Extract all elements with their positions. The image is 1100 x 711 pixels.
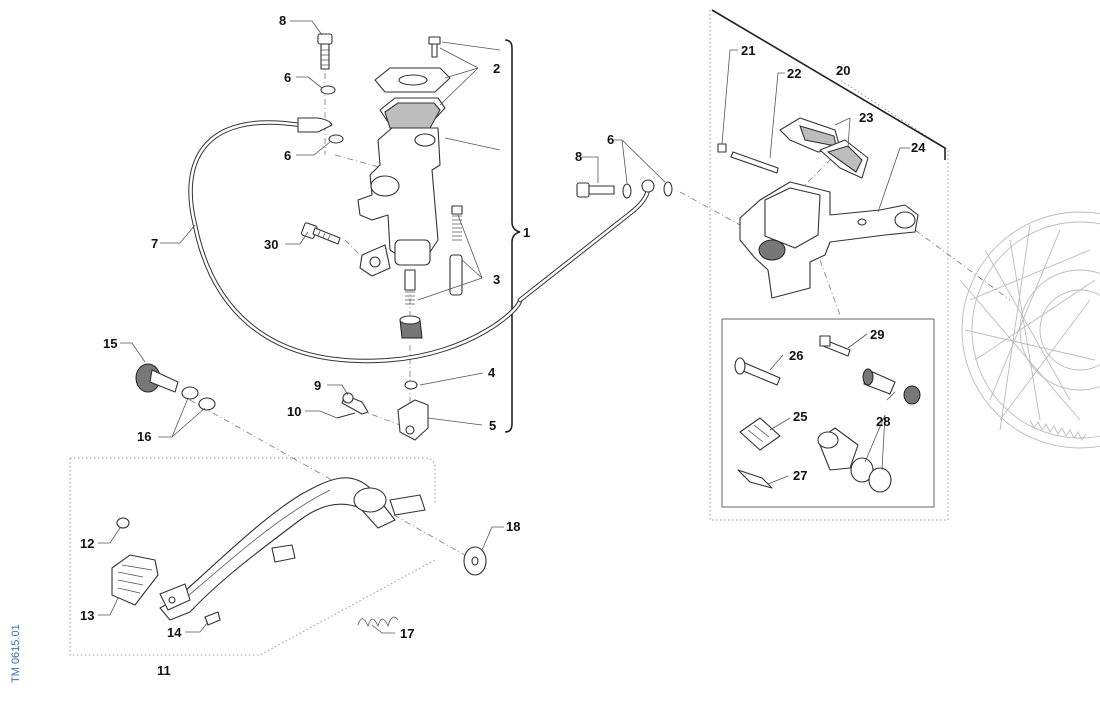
callout-6: 6 (284, 70, 291, 85)
washer-16a (181, 386, 199, 400)
callout-30: 30 (264, 237, 278, 252)
callout-20: 20 (836, 63, 850, 78)
piston-28 (817, 427, 859, 471)
callout-21: 21 (741, 43, 755, 58)
callout-22: 22 (787, 66, 801, 81)
reservoir-diaphragm (379, 97, 446, 129)
callout-7: 7 (151, 236, 158, 251)
dust-boot (399, 315, 423, 339)
callout-4: 4 (488, 365, 496, 380)
callout-2: 2 (493, 61, 500, 76)
sealing-washer-top (320, 85, 336, 95)
banjo-bolt-caliper (576, 182, 615, 198)
master-cylinder-body (357, 127, 441, 277)
sealing-washer-bottom (328, 134, 344, 144)
tip-14 (159, 583, 221, 626)
nut-4 (404, 380, 418, 390)
footpeg-13 (111, 554, 159, 606)
brake-pedal-lever (159, 477, 426, 621)
rear-wheel-sprocket-drawing (959, 211, 1100, 449)
pedal-assembly-frame (69, 457, 436, 656)
reference-code: TM 0615.01 (10, 624, 22, 683)
reservoir-cap (374, 67, 451, 93)
callout-26: 26 (789, 348, 803, 363)
callout-10: 10 (287, 404, 301, 419)
callout-15: 15 (103, 336, 117, 351)
callout-12: 12 (80, 536, 94, 551)
callout-1: 1 (523, 225, 530, 240)
pin-29 (819, 335, 851, 357)
callout-3: 3 (493, 272, 500, 287)
washer-6c-1 (622, 183, 632, 199)
callout-13: 13 (80, 608, 94, 623)
washer-6c-2 (663, 181, 673, 197)
master-cylinder-bracket (504, 39, 521, 433)
mounting-bolt-30 (300, 222, 341, 245)
callout-6: 6 (607, 132, 614, 147)
callout-24: 24 (911, 140, 926, 155)
pin-22 (730, 151, 779, 174)
washer-16b (198, 397, 216, 411)
pivot-bolt-15 (135, 363, 179, 393)
callout-6: 6 (284, 148, 291, 163)
brake-hose-loop (188, 117, 523, 364)
callout-5: 5 (489, 418, 496, 433)
caliper-brake-hose (517, 179, 655, 303)
callout-29: 29 (870, 327, 884, 342)
callout-labels: 8 6 6 2 7 30 1 3 4 9 10 5 15 16 12 13 14… (80, 13, 926, 678)
callout-9: 9 (314, 378, 321, 393)
clevis-5 (397, 399, 429, 441)
pad-spring-25 (739, 417, 781, 451)
callout-25: 25 (793, 409, 807, 424)
bleeder-21 (717, 143, 727, 153)
leader-lines (98, 20, 910, 634)
callout-18: 18 (506, 519, 520, 534)
spring-plate-27 (737, 469, 773, 489)
banjo-bolt-top (317, 33, 333, 70)
slide-pin-26 (734, 357, 781, 386)
caliper-body-24 (739, 181, 919, 299)
pin-9 (341, 392, 369, 415)
pushrod-kit (404, 205, 463, 305)
seals-28 (850, 368, 921, 493)
caliper-assembly-frame (709, 9, 949, 521)
spring-17 (357, 616, 399, 628)
callout-27: 27 (793, 468, 807, 483)
callout-17: 17 (400, 626, 414, 641)
reservoir-screw (428, 36, 441, 58)
callout-28: 28 (876, 414, 890, 429)
nut-12 (116, 517, 130, 529)
callout-14: 14 (167, 625, 182, 640)
callout-8: 8 (279, 13, 286, 28)
brake-pads-23 (779, 117, 869, 179)
callout-11: 11 (157, 663, 171, 678)
cotter-pin-10 (336, 412, 356, 419)
callout-8: 8 (575, 149, 582, 164)
callout-16: 16 (137, 429, 151, 444)
callout-23: 23 (859, 110, 873, 125)
